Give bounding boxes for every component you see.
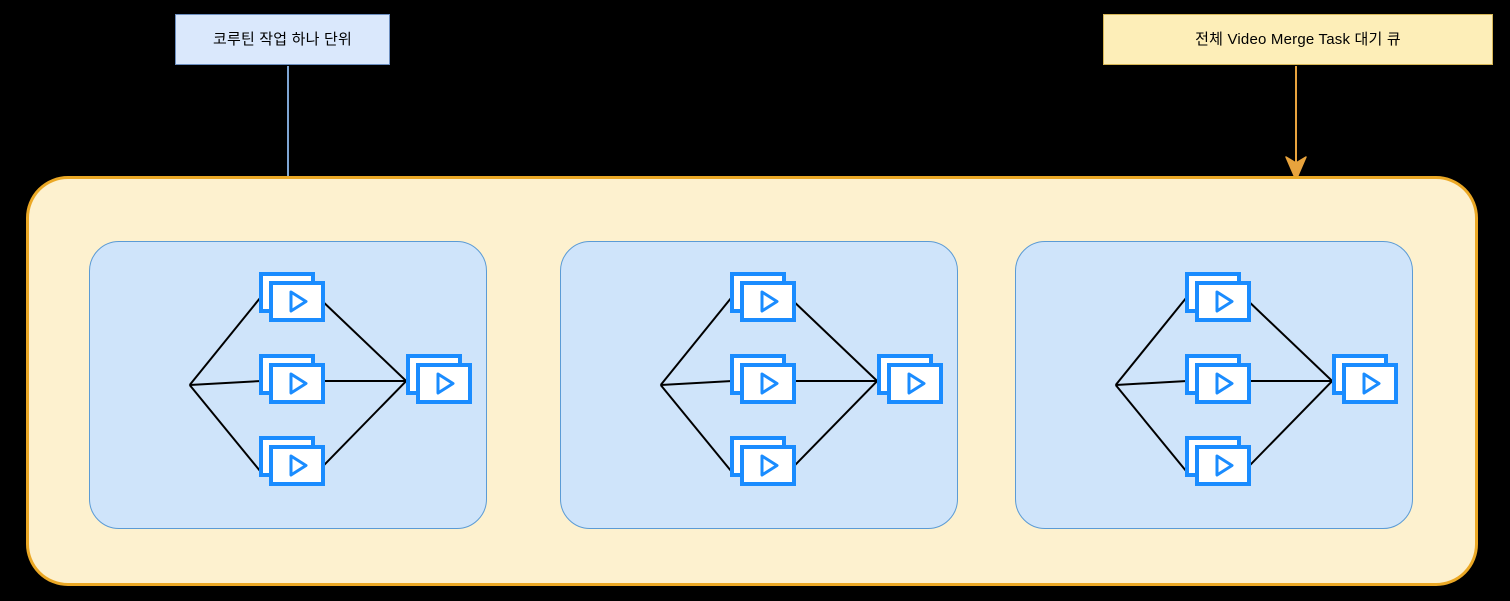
video-clip-icon-input-1[interactable] <box>1184 272 1252 322</box>
task-graph-edges-1 <box>188 295 407 474</box>
coroutine-task-panel-3[interactable] <box>1015 241 1413 529</box>
video-clip-icon-input-3[interactable] <box>1184 436 1252 486</box>
video-clip-icon-input-2[interactable] <box>258 354 326 404</box>
video-merge-task-queue-container <box>26 176 1478 586</box>
coroutine-task-panel-2[interactable] <box>560 241 958 529</box>
video-clip-icon-merged-output[interactable] <box>405 354 473 404</box>
video-clip-icon-merged-output[interactable] <box>876 354 944 404</box>
callout-label-queue-text: 전체 Video Merge Task 대기 큐 <box>1195 30 1401 48</box>
video-clip-icon-input-3[interactable] <box>258 436 326 486</box>
coroutine-task-panel-1[interactable] <box>89 241 487 529</box>
video-clip-icon-merged-output[interactable] <box>1331 354 1399 404</box>
task-graph-edges-2 <box>659 295 878 474</box>
callout-label-video-merge-queue: 전체 Video Merge Task 대기 큐 <box>1103 14 1493 65</box>
video-clip-icon-input-3[interactable] <box>729 436 797 486</box>
video-clip-icon-input-1[interactable] <box>729 272 797 322</box>
video-clip-icon-input-1[interactable] <box>258 272 326 322</box>
video-clip-icon-input-2[interactable] <box>729 354 797 404</box>
callout-label-coroutine-text: 코루틴 작업 하나 단위 <box>212 30 353 48</box>
video-clip-icon-input-2[interactable] <box>1184 354 1252 404</box>
task-graph-edges-3 <box>1114 295 1333 474</box>
callout-label-coroutine-unit: 코루틴 작업 하나 단위 <box>175 14 390 65</box>
